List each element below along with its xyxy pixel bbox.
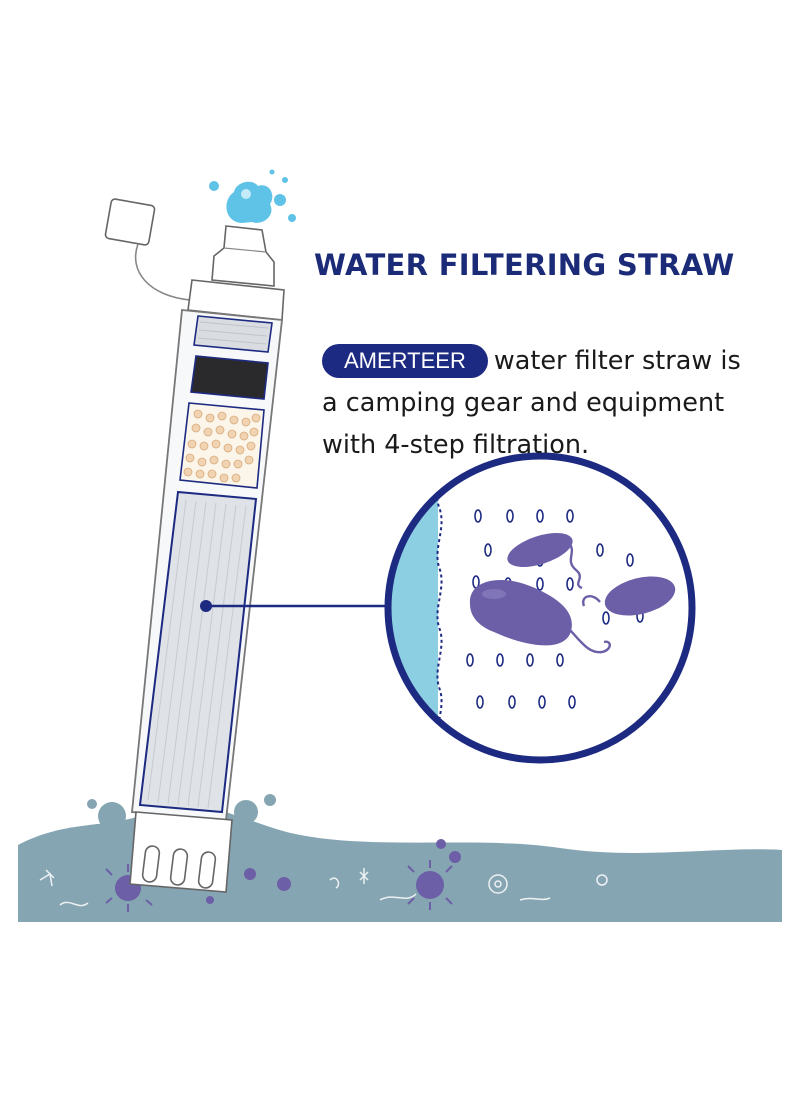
bacteria-icon [469,533,676,654]
brand-badge: AMERTEER [322,344,488,378]
straw-filter-icon [104,169,392,893]
page-title: WATER FILTERING STRAW [314,248,735,282]
description-line-1: water filter straw is [493,346,741,376]
description-line-2: a camping gear and equipment [322,388,725,418]
magnifier-circle-icon [384,452,696,764]
description-line-3: with 4-step filtration. [322,430,590,460]
